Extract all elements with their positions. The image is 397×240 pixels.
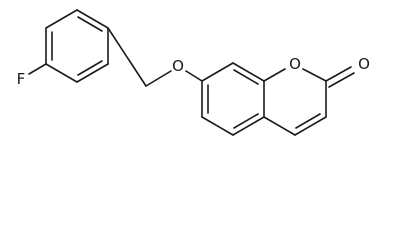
benzyl-bond	[107, 27, 147, 87]
double-bond-inner	[295, 113, 321, 129]
ether-oxygen-label: O	[172, 57, 184, 75]
coumarin-benzene-ring	[201, 62, 265, 136]
pyranone-ring: O	[263, 55, 327, 136]
double-bond-inner	[77, 60, 103, 76]
chemical-structure-diagram: F O O O	[17, 9, 370, 136]
oxygen-aryl-bond	[185, 70, 203, 82]
double-bond-inner	[77, 16, 103, 32]
carbonyl-group: O	[325, 55, 370, 88]
bond	[302, 68, 327, 82]
fluorophenyl-ring	[45, 9, 109, 83]
bond	[45, 63, 78, 83]
ch2-oxygen-bond	[145, 70, 172, 87]
bond	[232, 116, 265, 136]
bond	[328, 72, 355, 88]
bond	[263, 68, 286, 82]
bond	[232, 62, 265, 82]
carbonyl-oxygen-label: O	[358, 55, 370, 73]
bond	[201, 116, 234, 136]
bond	[76, 9, 109, 29]
ring-oxygen-label: O	[289, 55, 301, 73]
bond	[76, 63, 109, 83]
bond	[263, 116, 296, 136]
fluorine-atom-label: F	[17, 70, 26, 88]
bond	[325, 66, 352, 82]
bond	[201, 62, 234, 82]
bond	[45, 9, 78, 29]
carbon-fluorine-bond	[28, 63, 47, 75]
double-bond-inner	[233, 69, 259, 85]
bond	[294, 116, 327, 136]
double-bond-inner	[233, 113, 259, 129]
